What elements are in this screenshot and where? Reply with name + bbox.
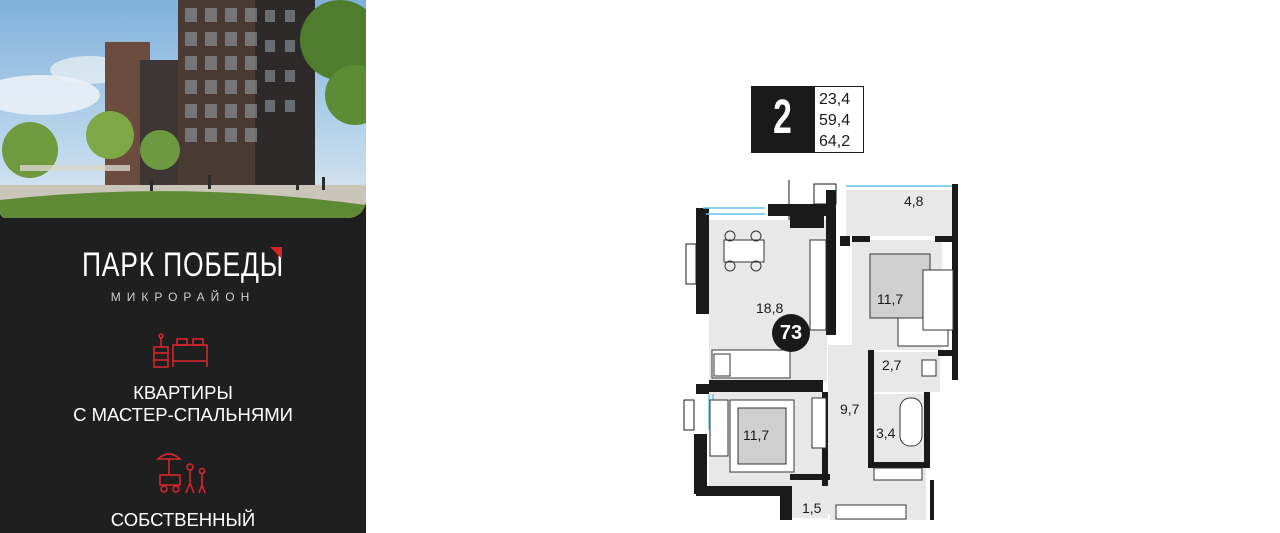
room-bathroom-area: 2,7 [882,357,902,373]
apartment-number: 73 [772,314,810,352]
brand-flag-icon [270,247,282,259]
room-bedroom-1-area: 11,7 [877,291,904,307]
area-summary: 23,4 59,4 64,2 [814,86,864,153]
feature-own-park: СОБСТВЕННЫЙ [0,509,366,531]
brand-subtitle: МИКРОРАЙОН [110,290,256,304]
room-storage-area: 1,5 [802,500,822,516]
feature-master-bedrooms: КВАРТИРЫ С МАСТЕР-СПАЛЬНЯМИ [0,382,366,426]
room-count-badge: 2 [751,86,814,153]
family-park-icon [154,449,210,500]
feature-2-line1: СОБСТВЕННЫЙ [110,509,256,530]
room-bedroom-2-area: 11,7 [743,427,770,443]
feature-1-line2: С МАСТЕР-СПАЛЬНЯМИ [73,404,293,425]
room-count: 2 [773,91,792,144]
floor-plan [683,180,958,520]
area-living: 23,4 [819,91,851,108]
area-usable: 59,4 [819,112,851,129]
room-bath-area: 3,4 [876,425,896,441]
promo-panel: ПАРК ПОБЕДЫ МИКРОРАЙОН КВАРТИРЫ С МАСТЕР… [0,0,366,533]
bedroom-icon [151,333,211,376]
room-balcony-area: 4,8 [904,193,924,209]
room-hall-area: 9,7 [840,401,860,417]
area-total: 64,2 [819,133,851,150]
building-photo [0,0,366,218]
feature-1-line1: КВАРТИРЫ [133,382,233,403]
brand-name: ПАРК ПОБЕДЫ [81,246,285,284]
room-kitchen-area: 18,8 [756,300,784,316]
